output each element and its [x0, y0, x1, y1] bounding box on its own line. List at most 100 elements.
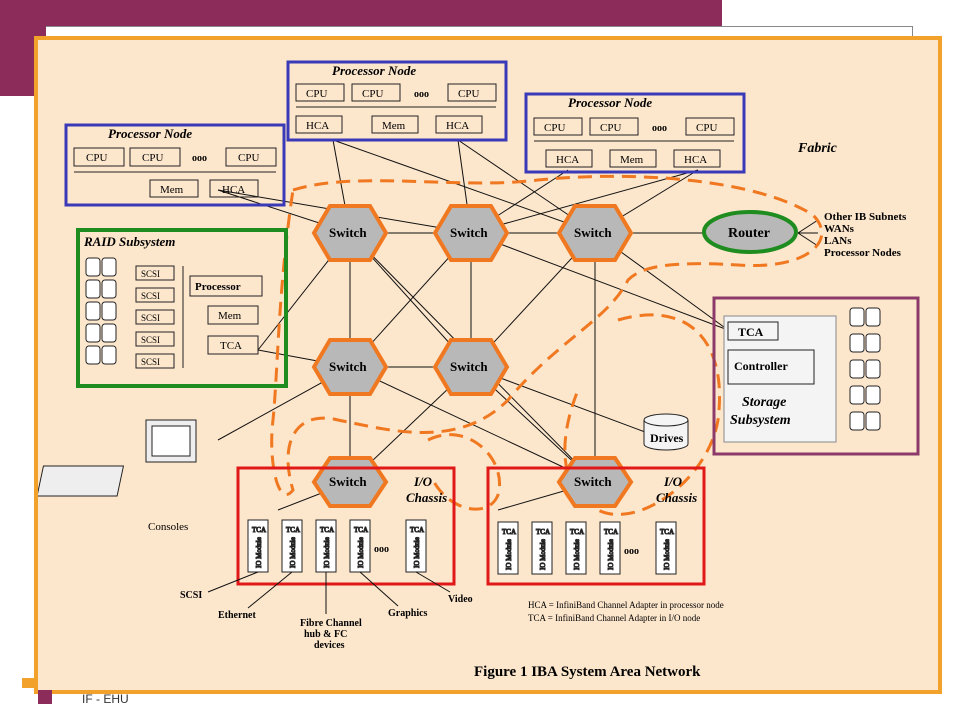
raid-processor-label: Processor [195, 281, 241, 293]
hca-label: HCA [446, 120, 469, 132]
io-output-label: Fibre Channel [300, 618, 362, 629]
cpu-label: CPU [86, 152, 107, 164]
io-module-tca-label: TCA [502, 528, 516, 536]
io-modules: TCA IO Module TCA IO Module TCA IO Module TCA I… [247, 519, 427, 573]
router-label: Router [728, 226, 770, 241]
storage-controller-label: Controller [734, 359, 788, 373]
io-output-label: Video [448, 594, 473, 605]
hca-label: HCA [306, 120, 329, 132]
io-chassis-title: I/O [413, 474, 433, 489]
io-modules: TCA IO Module TCA IO Module TCA IO Module TCA I… [497, 521, 677, 575]
mem-label: Mem [620, 154, 644, 166]
router-destination: LANs [824, 235, 852, 247]
raid-disks [85, 257, 117, 365]
io-module-label: IO Module [323, 537, 331, 568]
raid-subsystem: RAID Subsystem SCSI SCSI SCSI SCSI SCSI … [76, 228, 288, 388]
drives-label: Drives [650, 431, 684, 445]
figure-caption: Figure 1 IBA System Area Network [474, 664, 701, 680]
router: Router [702, 210, 798, 254]
switch-label: Switch [329, 225, 367, 240]
storage-disks [849, 307, 881, 431]
switch-label: Switch [574, 225, 612, 240]
io-module-tca-label: TCA [354, 526, 368, 534]
switch-label: Switch [574, 474, 612, 489]
processor-node-center: Processor Node CPU CPU CPU ooo HCA Mem H… [286, 60, 508, 142]
switch-bottom-right: Switch [556, 456, 634, 508]
storage-tca-label: TCA [738, 325, 764, 339]
cpu-label: CPU [458, 88, 479, 100]
diagram-frame: Processor Node CPU CPU CPU ooo Mem HCA P… [34, 36, 942, 694]
switch-top-center: Switch [432, 204, 510, 262]
io-module-tca-label: TCA [660, 528, 674, 536]
router-destinations: Other IB Subnets WANs LANs Processor Nod… [824, 211, 907, 259]
io-output-label: devices [314, 640, 345, 651]
io-module-tca-label: TCA [604, 528, 618, 536]
cpu-label: CPU [142, 152, 163, 164]
processor-node-title: Processor Node [332, 63, 416, 78]
cpu-label: CPU [362, 88, 383, 100]
checkbox-icon [38, 690, 52, 704]
io-module-label: IO Module [357, 537, 365, 568]
cpu-label: CPU [306, 88, 327, 100]
io-output-label: Graphics [388, 608, 428, 619]
io-ellipsis: ooo [624, 546, 639, 557]
cpu-label: CPU [544, 122, 565, 134]
legend-tca: TCA = InfiniBand Channel Adapter in I/O … [528, 613, 700, 623]
raid-title: RAID Subsystem [83, 234, 175, 249]
cpu-ellipsis: ooo [414, 89, 429, 100]
legend-hca: HCA = InfiniBand Channel Adapter in proc… [528, 600, 724, 610]
io-output-label: SCSI [180, 590, 202, 601]
raid-tca-label: TCA [220, 340, 242, 352]
io-module-label: IO Module [663, 539, 671, 570]
footer-label: IF - EHU [82, 692, 129, 706]
hca-label: HCA [556, 154, 579, 166]
raid-mem-label: Mem [218, 310, 242, 322]
switch-middle-left: Switch [311, 338, 389, 396]
storage-title: Storage [742, 395, 786, 410]
router-destination: WANs [824, 223, 855, 235]
io-outputs: SCSI Ethernet Fibre Channel hub & FC dev… [180, 590, 473, 651]
cpu-ellipsis: ooo [652, 123, 667, 134]
io-module-label: IO Module [505, 539, 513, 570]
scsi-label: SCSI [141, 269, 160, 279]
io-module-tca-label: TCA [410, 526, 424, 534]
switch-label: Switch [329, 359, 367, 374]
switch-label: Switch [450, 359, 488, 374]
io-module-label: IO Module [607, 539, 615, 570]
processor-node-right: Processor Node CPU CPU CPU ooo HCA Mem H… [524, 92, 746, 174]
scsi-label: SCSI [141, 291, 160, 301]
switch-label: Switch [450, 225, 488, 240]
mem-label: Mem [382, 120, 406, 132]
legend: HCA = InfiniBand Channel Adapter in proc… [528, 600, 724, 623]
cpu-label: CPU [238, 152, 259, 164]
cpu-ellipsis: ooo [192, 153, 207, 164]
scsi-label: SCSI [141, 357, 160, 367]
io-module-label: IO Module [289, 537, 297, 568]
switch-bottom-left: Switch [311, 456, 389, 508]
io-chassis-title: Chassis [406, 490, 447, 505]
storage-title: Subsystem [730, 413, 791, 428]
io-module-tca-label: TCA [252, 526, 266, 534]
cpu-label: CPU [600, 122, 621, 134]
hca-label: HCA [684, 154, 707, 166]
io-module-tca-label: TCA [536, 528, 550, 536]
io-module-tca-label: TCA [320, 526, 334, 534]
drives: Drives [643, 413, 689, 451]
cpu-label: CPU [696, 122, 717, 134]
processor-node-left: Processor Node CPU CPU CPU ooo Mem HCA [64, 123, 286, 207]
switch-top-right: Switch [556, 204, 634, 262]
io-module-label: IO Module [255, 537, 263, 568]
router-destination: Processor Nodes [824, 247, 902, 259]
io-module-tca-label: TCA [286, 526, 300, 534]
footer-corner [22, 678, 36, 688]
scsi-label: SCSI [141, 313, 160, 323]
scsi-label: SCSI [141, 335, 160, 345]
hca-label: HCA [222, 184, 245, 196]
io-module-tca-label: TCA [570, 528, 584, 536]
router-destination: Other IB Subnets [824, 211, 907, 223]
io-module-label: IO Module [539, 539, 547, 570]
fabric-label: Fabric [797, 141, 838, 156]
io-module-label: IO Module [573, 539, 581, 570]
io-ellipsis: ooo [374, 544, 389, 555]
